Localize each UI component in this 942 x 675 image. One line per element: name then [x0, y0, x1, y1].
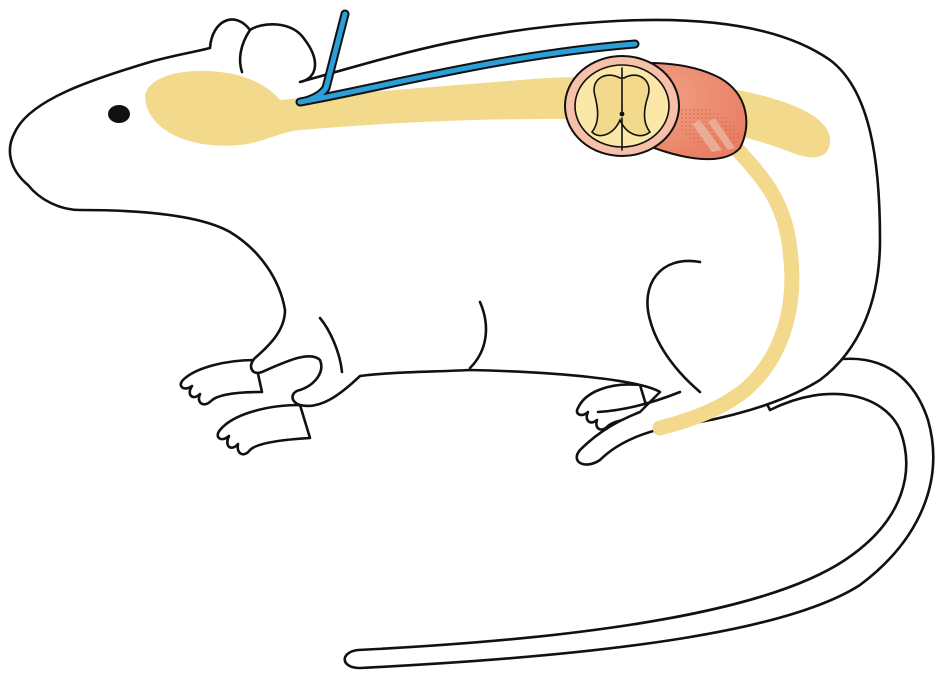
front-feet: [181, 360, 310, 454]
eye-icon: [108, 105, 130, 123]
